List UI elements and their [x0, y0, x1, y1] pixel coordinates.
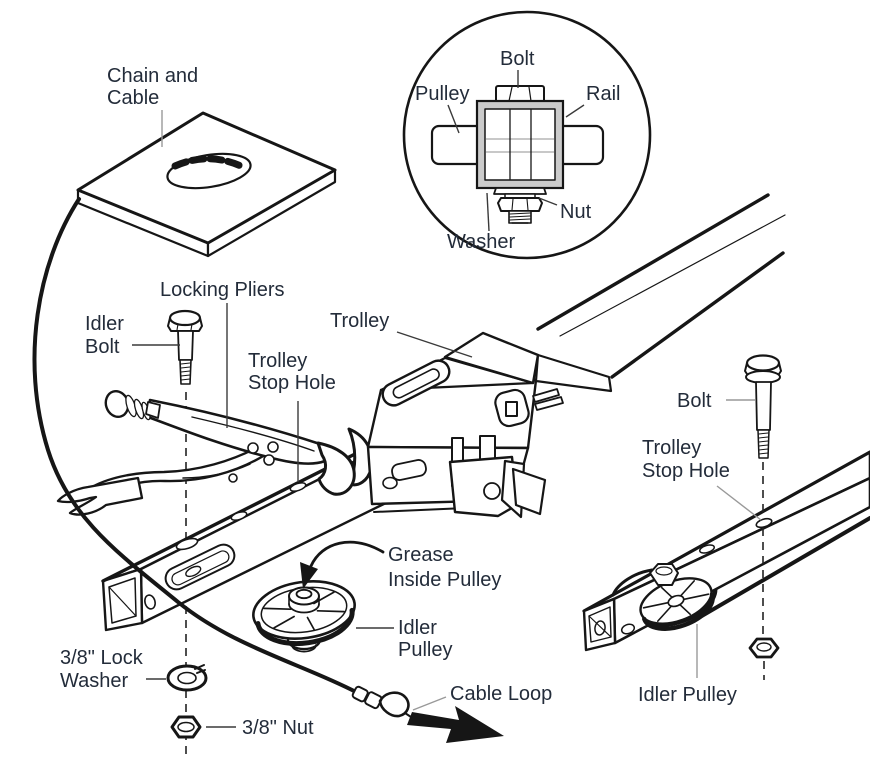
grease-arrow-head — [300, 562, 318, 589]
label-inset-washer: Washer — [447, 231, 516, 253]
pulley-hub-hole — [295, 588, 313, 600]
nut-section — [497, 197, 543, 212]
right-nut — [748, 637, 780, 659]
grease-arrow-shaft — [309, 540, 385, 568]
label-trolley: Trolley — [330, 310, 389, 332]
trolley-slot-tab — [381, 359, 451, 407]
nut-38 — [170, 715, 236, 739]
locking-pliers — [56, 303, 374, 516]
label-chain-and-cable-2: Cable — [107, 87, 159, 109]
label-chain-and-cable: Chain and — [107, 65, 198, 87]
label-trolley-stop-hole-left-2: Stop Hole — [248, 372, 336, 394]
label-cable-loop: Cable Loop — [450, 683, 552, 705]
label-nut-38: 3/8" Nut — [242, 717, 314, 739]
label-inset-pulley: Pulley — [415, 83, 469, 105]
label-idler-pulley-center-2: Pulley — [398, 639, 452, 661]
right-bolt — [744, 354, 782, 459]
cable-loop — [378, 691, 410, 718]
label-idler-pulley-right: Idler Pulley — [638, 684, 737, 706]
label-idler-bolt-2: Bolt — [85, 336, 120, 358]
washer-section — [493, 187, 547, 195]
label-trolley-stop-hole-left: Trolley — [248, 350, 307, 372]
trolley-stop-hole-right — [755, 517, 773, 529]
trolley-stop-hole-left — [289, 482, 307, 492]
label-lock-washer: 3/8" Lock — [60, 647, 144, 669]
label-bolt-right: Bolt — [677, 390, 712, 412]
label-inset-bolt: Bolt — [500, 48, 535, 70]
right-rail-assembly — [582, 354, 870, 680]
idler-bolt — [132, 309, 203, 385]
label-idler-pulley-center: Idler — [398, 617, 437, 639]
pliers-body — [146, 398, 327, 465]
label-idler-bolt: Idler — [85, 313, 124, 335]
upper-rail — [536, 193, 786, 379]
center-idler-pulley — [252, 540, 394, 653]
cross-section-inset — [402, 10, 652, 260]
pliers-adjust-knob — [104, 389, 161, 421]
label-grease-inside-pulley-2: Inside Pulley — [388, 569, 501, 591]
label-inset-rail: Rail — [586, 83, 620, 105]
label-locking-pliers: Locking Pliers — [160, 279, 285, 301]
pliers-jaw — [316, 441, 356, 496]
label-trolley-stop-hole-right: Trolley — [642, 437, 701, 459]
label-inset-nut: Nut — [560, 201, 592, 223]
label-lock-washer-2: Washer — [60, 670, 129, 692]
bolt-head-section — [495, 85, 545, 103]
cable-ferrule — [351, 685, 383, 710]
rail-end-face — [101, 567, 144, 632]
cable — [32, 197, 504, 743]
pulley-rim-crescent — [611, 568, 654, 597]
idler-bolt-hole — [175, 537, 199, 551]
label-trolley-stop-hole-right-2: Stop Hole — [642, 460, 730, 482]
rail-slot — [164, 543, 236, 591]
chain-links — [171, 155, 247, 171]
label-grease-inside-pulley: Grease — [388, 544, 454, 566]
chain-and-cable-plate — [76, 110, 337, 258]
trolley-bracket — [448, 455, 519, 518]
chain-connector-hole — [505, 401, 518, 417]
pull-direction-arrow — [407, 706, 504, 743]
lock-washer — [146, 664, 208, 692]
trolley — [297, 331, 613, 519]
pliers-fork — [56, 476, 144, 516]
cable-under-rail — [698, 516, 870, 619]
